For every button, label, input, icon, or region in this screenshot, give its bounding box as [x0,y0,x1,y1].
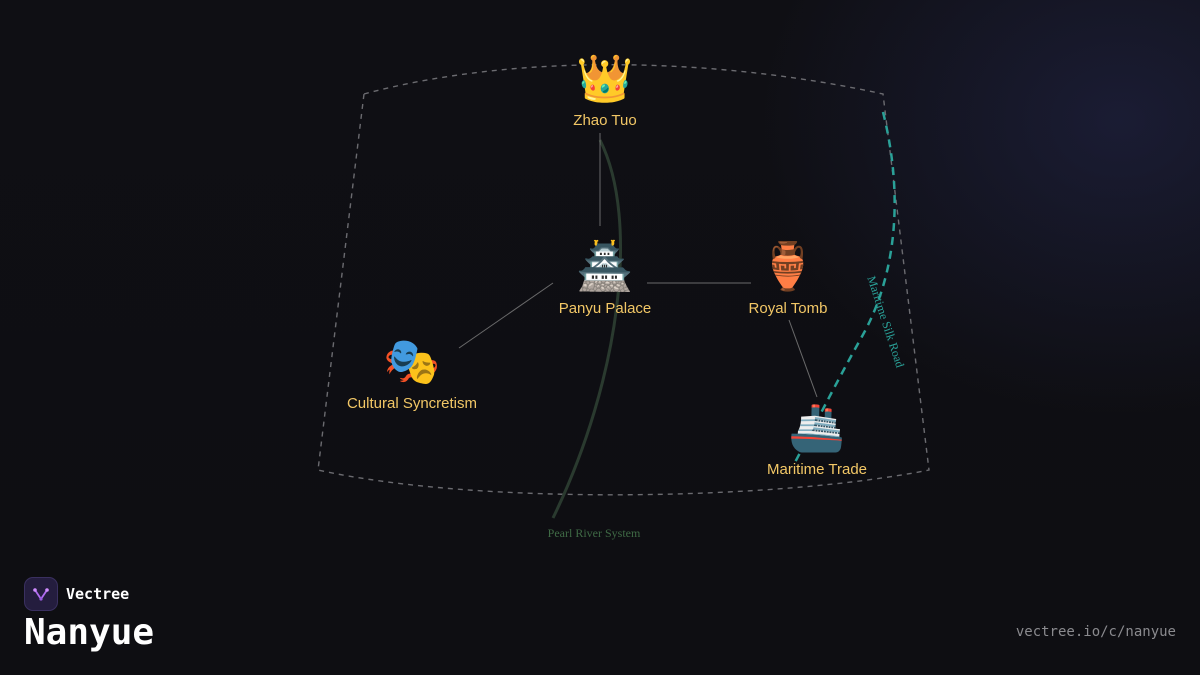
brand-name: Vectree [66,585,130,603]
node-zhao-tuo[interactable]: 👑 Zhao Tuo [515,50,695,129]
maritime-silk-road-path [791,111,896,467]
node-label: Royal Tomb [748,300,828,317]
crown-icon: 👑 [576,51,634,105]
node-panyu-palace[interactable]: 🏯 Panyu Palace [515,238,695,317]
connectors [458,133,818,398]
territory-border [317,64,930,496]
node-royal-tomb[interactable]: 🏺 Royal Tomb [698,238,878,317]
vectree-logo-icon [24,577,58,611]
palace-icon: 🏯 [576,239,634,293]
amphora-icon: 🏺 [759,239,817,293]
pearl-river-label: Pearl River System [548,526,641,540]
node-label: Panyu Palace [558,300,652,317]
brand[interactable]: Vectree [24,577,129,611]
pearl-river-path [551,139,622,519]
node-label: Cultural Syncretism [346,395,478,412]
theater-masks-icon: 🎭 [383,334,441,388]
page-url[interactable]: vectree.io/c/nanyue [1015,624,1176,640]
node-label: Zhao Tuo [573,112,637,129]
connector-panyu-palace-cultural-syncretism [458,282,554,349]
node-cultural-syncretism[interactable]: 🎭 Cultural Syncretism [322,333,502,412]
node-maritime-trade[interactable]: 🚢 Maritime Trade [727,399,907,478]
ship-icon: 🚢 [788,400,846,454]
vectree-logo-mark [33,588,49,601]
node-label: Maritime Trade [766,461,868,478]
connector-royal-tomb-maritime-trade [788,319,818,398]
page-title: Nanyue [24,612,155,653]
